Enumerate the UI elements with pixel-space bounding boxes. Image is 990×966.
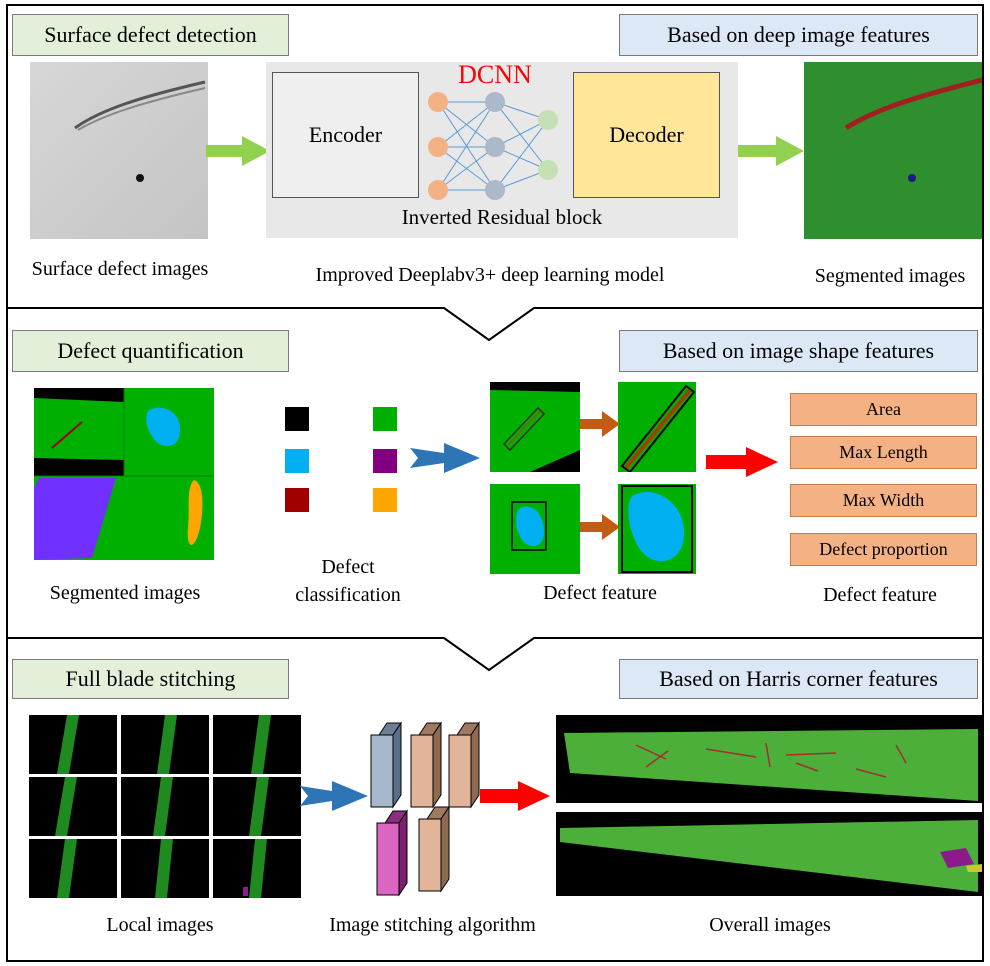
caption-stitching-algorithm: Image stitching algorithm: [329, 914, 536, 936]
divider-1: [6, 307, 984, 342]
tag-defect-quantification: Defect quantification: [12, 330, 289, 372]
overall-image-2: [556, 812, 982, 896]
encoder-box: Encoder: [272, 72, 419, 198]
defect-class-swatch: [373, 449, 397, 473]
surface-defect-image: [30, 62, 208, 239]
local-image-tile: [121, 715, 209, 774]
caption-model: Improved Deeplabv3+ deep learning model: [315, 264, 665, 286]
local-image-tile: [29, 839, 117, 898]
caption-segmented-images-1: Segmented images: [814, 265, 966, 287]
local-image-tile: [213, 839, 301, 898]
caption-classification-label: classification: [295, 584, 401, 606]
decoder-box: Decoder: [573, 72, 720, 198]
feature-max-width: Max Width: [790, 484, 977, 517]
tag-surface-defect-detection: Surface defect detection: [12, 14, 289, 56]
local-image-tile: [29, 777, 117, 836]
crack-feature-image: [490, 382, 580, 472]
segmented-output-image: [804, 62, 982, 239]
defect-class-swatch: [373, 488, 397, 512]
caption-segmented-images-2: Segmented images: [49, 582, 201, 604]
defect-class-swatch: [285, 449, 309, 473]
tag-full-blade-stitching: Full blade stitching: [12, 659, 289, 699]
arrow-right-icon: [300, 781, 368, 811]
caption-defect-label: Defect: [321, 556, 375, 578]
feature-max-length: Max Length: [790, 436, 977, 469]
caption-surface-defect-images: Surface defect images: [31, 258, 209, 280]
figure-frame: [6, 4, 984, 962]
feature-defect-proportion: Defect proportion: [790, 533, 977, 566]
dcnn-title: DCNN: [458, 60, 532, 89]
caption-local-images: Local images: [106, 914, 214, 936]
defect-class-swatch: [373, 407, 397, 431]
arrow-right-icon: [738, 136, 804, 166]
arrow-right-icon: [580, 514, 620, 540]
tag-harris-corner-features: Based on Harris corner features: [619, 659, 978, 699]
arrow-right-icon: [706, 447, 778, 477]
local-image-tile: [213, 777, 301, 836]
crack-feature-zoom-image: [618, 382, 696, 472]
arrow-right-icon: [580, 411, 620, 437]
arrow-right-icon: [410, 443, 480, 473]
feature-area: Area: [790, 393, 977, 426]
tag-shape-features: Based on image shape features: [619, 330, 978, 372]
stitching-algorithm-icon: [370, 721, 480, 897]
caption-overall-images: Overall images: [709, 914, 831, 936]
arrow-right-icon: [480, 781, 550, 811]
tag-deep-image-features: Based on deep image features: [619, 14, 978, 56]
defect-class-swatch: [285, 488, 309, 512]
segmented-composite-image: [34, 388, 214, 560]
spot-feature-image: [490, 484, 580, 574]
arrow-right-icon: [206, 136, 270, 166]
caption-defect-feature-1: Defect feature: [543, 582, 657, 604]
local-image-tile: [121, 839, 209, 898]
caption-defect-feature-2: Defect feature: [823, 584, 937, 606]
overall-image-1: [556, 715, 982, 803]
defect-class-swatch: [285, 407, 309, 431]
local-image-tile: [213, 715, 301, 774]
divider-2: [6, 637, 984, 672]
local-image-tile: [29, 715, 117, 774]
neural-network-icon: [428, 92, 558, 200]
local-image-tile: [121, 777, 209, 836]
inverted-residual-label: Inverted Residual block: [401, 205, 603, 229]
spot-feature-zoom-image: [618, 484, 696, 574]
